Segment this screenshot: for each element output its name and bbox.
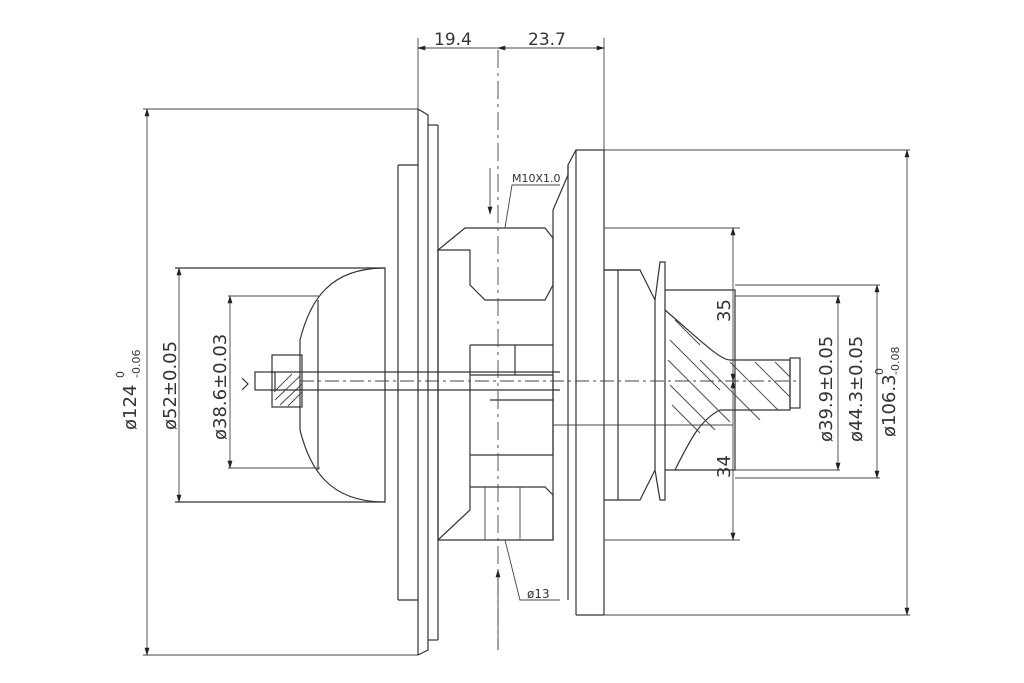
turbine-hatching [667, 319, 791, 434]
thread-callout: M10X1.0 [487, 168, 561, 229]
diameter-39-9: ø39.9±0.05 [816, 295, 841, 471]
turbine-wheel [604, 149, 910, 616]
bearing-housing [436, 149, 656, 616]
top-dimensions: 19.4 23.7 [417, 30, 605, 150]
dim-d39: ø39.9±0.05 [816, 336, 837, 442]
dim-d38: ø38.6±0.03 [210, 334, 231, 440]
compressor-wheel [143, 108, 418, 656]
dim-23-7: 23.7 [528, 30, 566, 50]
thread-label: M10X1.0 [512, 172, 561, 185]
dim-d124: ø124 [120, 385, 141, 430]
dim-d124-tol-upper: 0 [114, 371, 127, 378]
bore-label: ø13 [527, 587, 550, 601]
dim-19-4: 19.4 [434, 30, 472, 50]
dim-34: 34 [714, 455, 735, 478]
backplate-flange [397, 108, 439, 656]
diameter-44-3: ø44.3±0.05 [846, 284, 880, 479]
dim-d106: ø106.3 [879, 374, 900, 437]
dim-35: 35 [714, 299, 735, 322]
dim-d44: ø44.3±0.05 [846, 336, 867, 442]
dim-d52: ø52±0.05 [160, 341, 181, 430]
diameter-52: ø52±0.05 [160, 267, 182, 503]
bore-callout: ø13 [495, 539, 560, 650]
diameter-124: ø124 0 -0.06 [114, 108, 150, 656]
turbine-heights: 35 34 [604, 227, 740, 541]
dim-d106-tol-lower: -0.08 [889, 347, 902, 375]
diameter-38: ø38.6±0.03 [210, 295, 233, 469]
diameter-106-3: ø106.3 0 -0.08 [873, 149, 910, 616]
dim-d124-tol-lower: -0.06 [130, 350, 143, 378]
shaft [270, 50, 800, 650]
dim-d106-tol-upper: 0 [873, 368, 886, 375]
